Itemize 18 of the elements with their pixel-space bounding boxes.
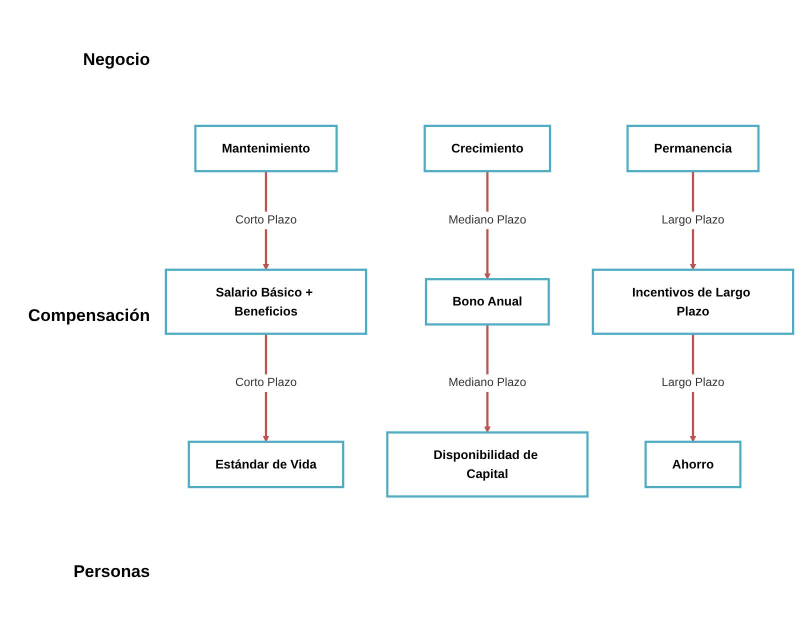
edge-label: Mediano Plazo (448, 214, 526, 226)
node-box: Crecimiento (424, 124, 552, 172)
node-box: Bono Anual (424, 278, 550, 326)
node-box: Mantenimiento (194, 124, 338, 172)
node-box: Ahorro (644, 440, 742, 488)
row-label: Negocio (82, 50, 151, 70)
edge-label: Mediano Plazo (448, 376, 526, 389)
edge-label: Largo Plazo (662, 214, 724, 226)
row-label: Compensación (27, 306, 151, 326)
edge-label: Corto Plazo (235, 214, 297, 226)
node-box: Permanencia (626, 124, 760, 172)
node-box: Salario Básico + Beneficios (164, 268, 368, 335)
node-box: Disponibilidad de Capital (386, 431, 589, 498)
node-box: Estándar de Vida (188, 440, 344, 488)
node-box: Incentivos de Largo Plazo (592, 268, 794, 335)
edge-label: Largo Plazo (662, 376, 724, 389)
row-label: Personas (72, 562, 151, 582)
edge-label: Corto Plazo (235, 376, 297, 389)
